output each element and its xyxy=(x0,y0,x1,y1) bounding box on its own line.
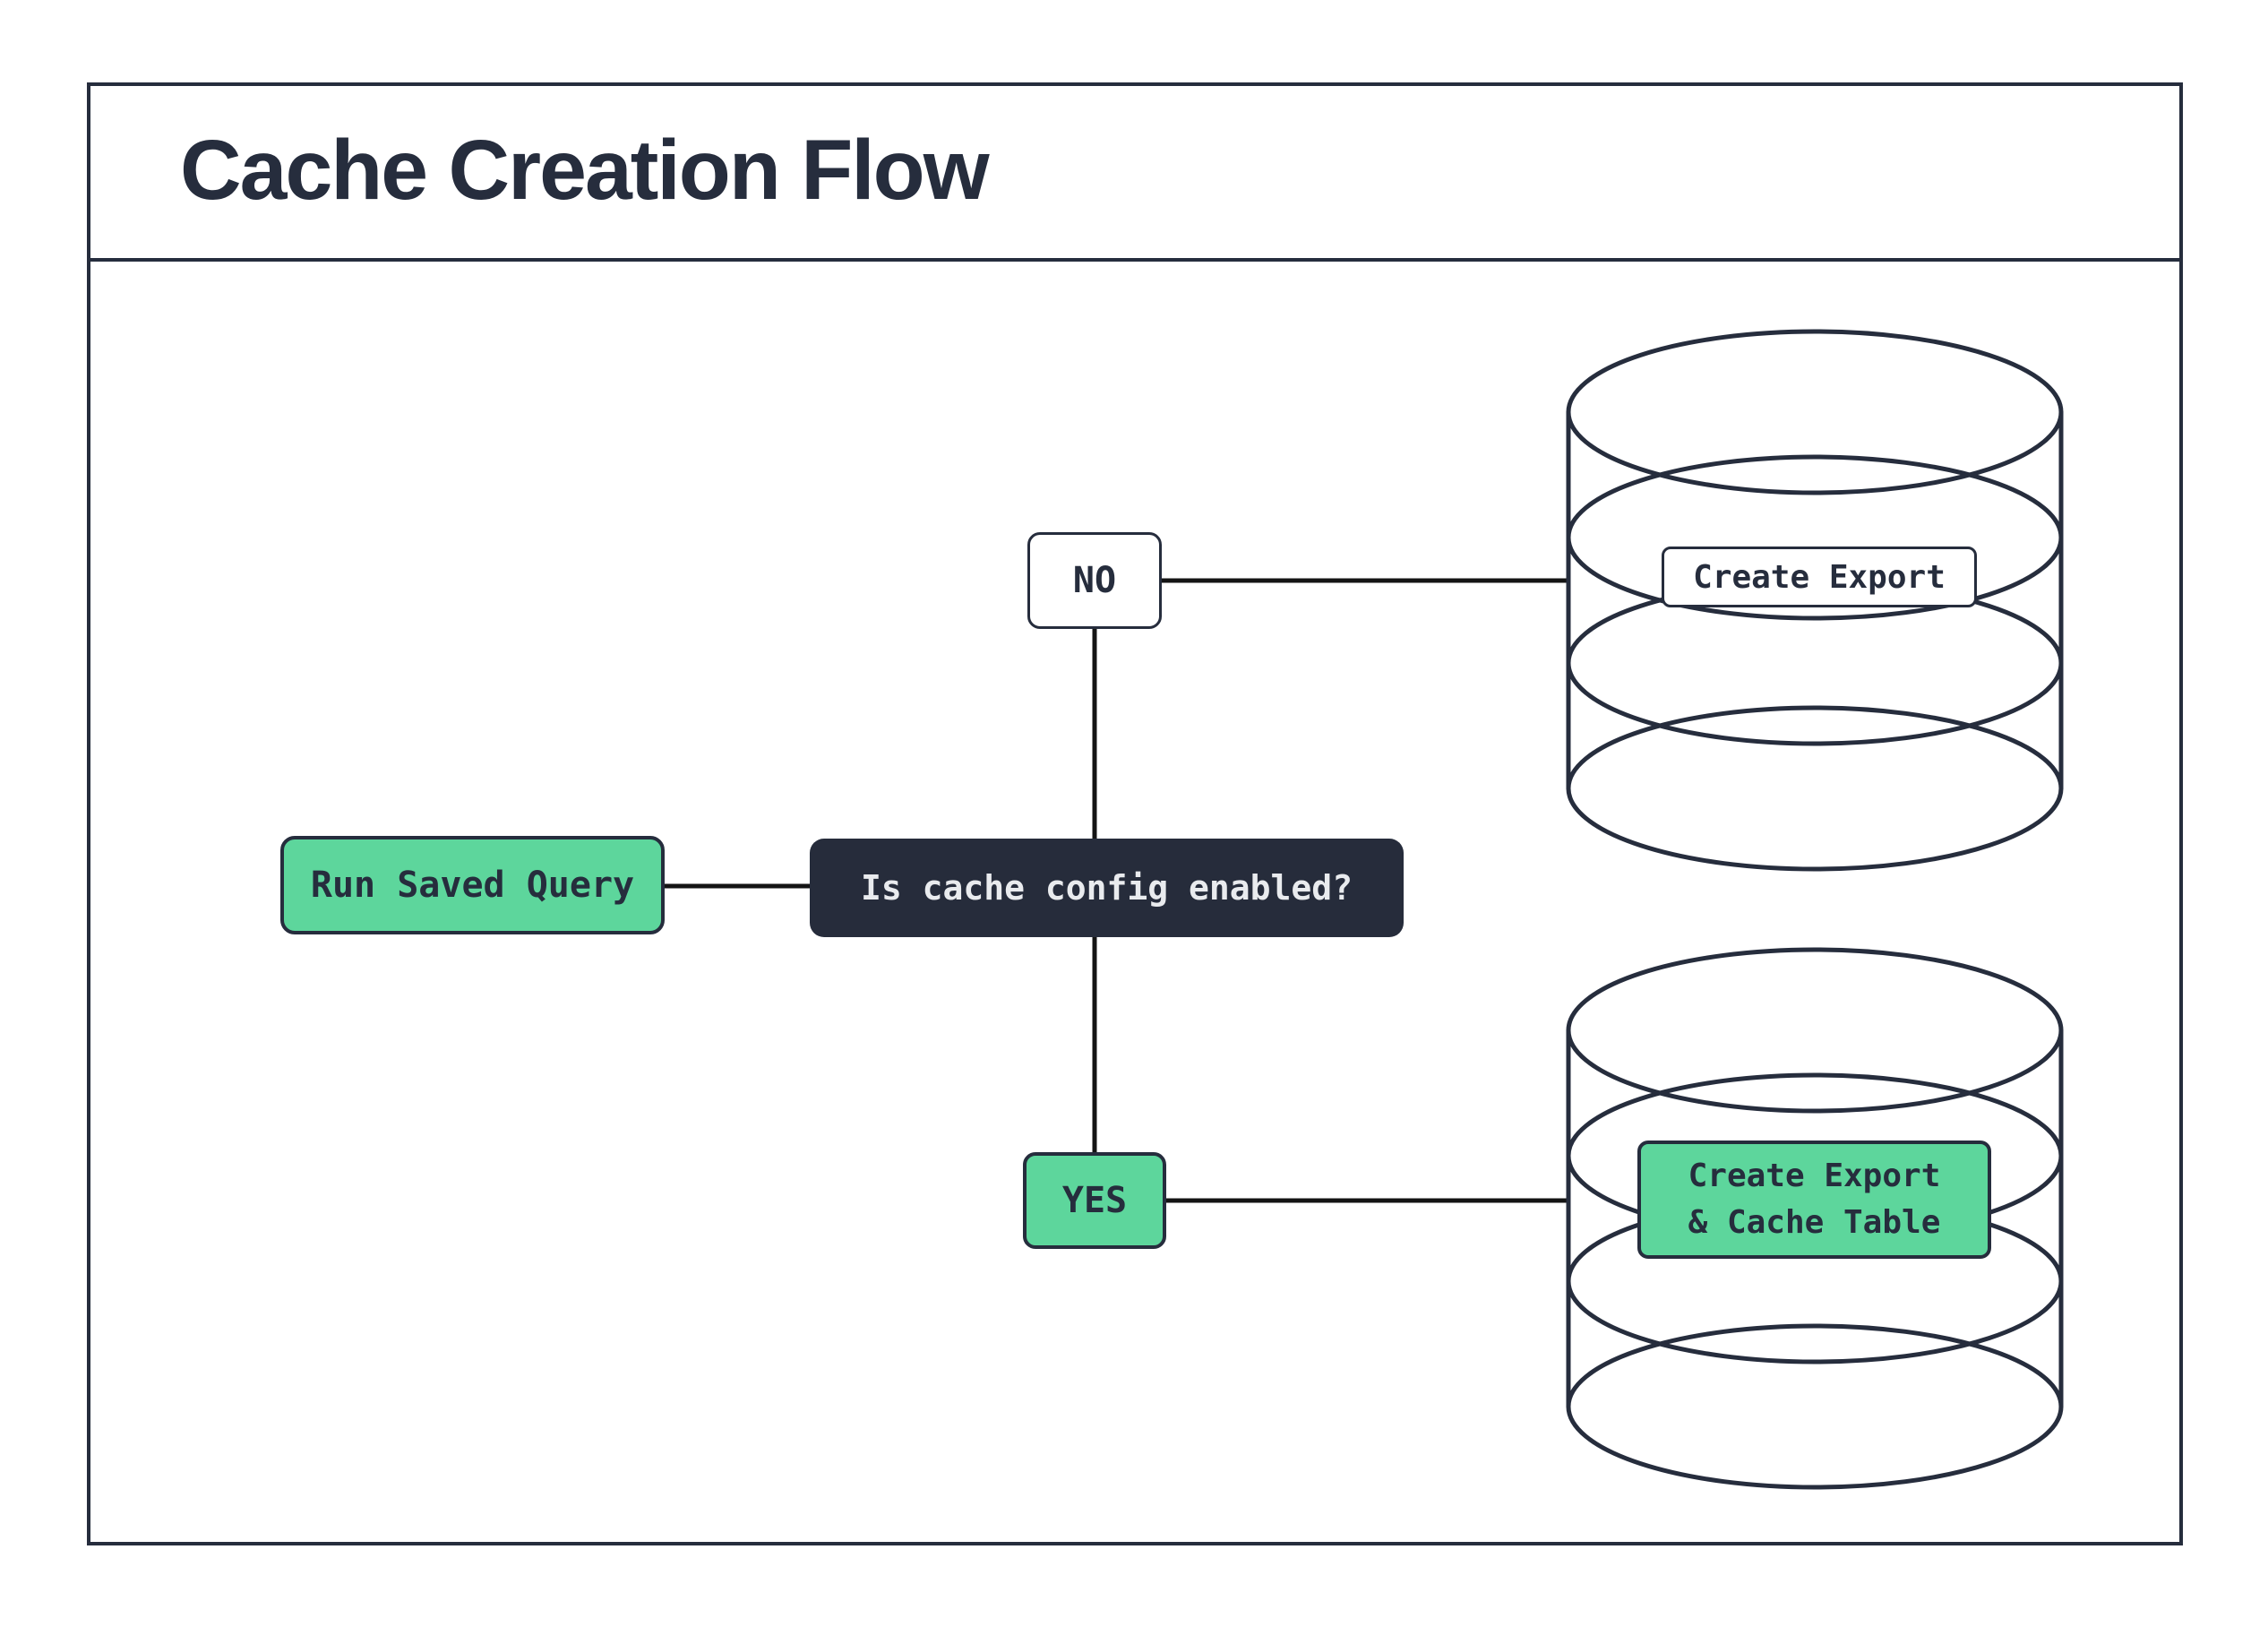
branch-label-no: NO xyxy=(1027,532,1162,629)
page-title: Cache Creation Flow xyxy=(180,122,990,218)
database-icon-bottom xyxy=(1566,947,2064,1490)
database-icon-top xyxy=(1566,329,2064,872)
node-run-saved-query: Run Saved Query xyxy=(280,836,665,934)
diagram-header: Cache Creation Flow xyxy=(87,82,2183,262)
node-create-export-cache-table: Create Export & Cache Table xyxy=(1637,1141,1991,1259)
node-create-export-cache-table-line2: & Cache Table xyxy=(1688,1204,1941,1241)
node-create-export-cache-table-line1: Create Export xyxy=(1688,1157,1941,1194)
branch-label-yes: YES xyxy=(1023,1152,1166,1249)
node-create-export: Create Export xyxy=(1662,547,1977,607)
diagram-frame xyxy=(87,82,2183,1545)
node-cache-config-decision: Is cache config enabled? xyxy=(810,839,1404,937)
